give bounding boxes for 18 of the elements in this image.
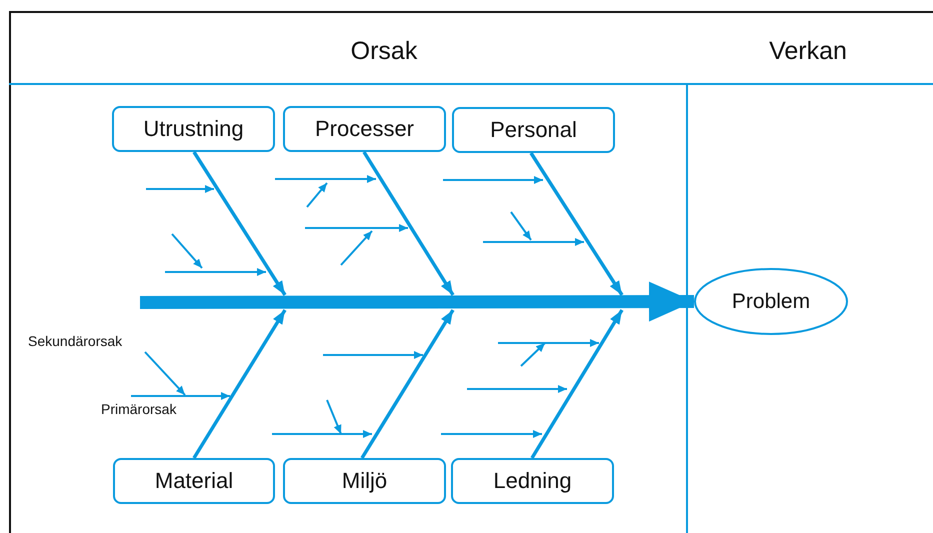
category-box: Miljö xyxy=(283,458,446,504)
category-box: Ledning xyxy=(451,458,614,504)
bone-arrow xyxy=(530,309,624,459)
category-box: Material xyxy=(113,458,275,504)
bone-arrow xyxy=(192,309,286,459)
category-box: Utrustning xyxy=(112,106,275,152)
cause-label: Sekundärorsak xyxy=(28,333,122,349)
column-heading: Verkan xyxy=(769,37,847,66)
problem-ellipse: Problem xyxy=(694,268,848,335)
column-heading: Orsak xyxy=(350,37,418,66)
bone-arrow xyxy=(192,151,286,296)
spine-arrow xyxy=(140,282,694,322)
cause-label: Primärorsak xyxy=(101,401,176,417)
bone-arrow xyxy=(530,152,624,296)
bone-arrow xyxy=(362,151,454,296)
category-box: Personal xyxy=(452,107,615,153)
category-box: Processer xyxy=(283,106,446,152)
bone-arrow xyxy=(360,309,454,459)
